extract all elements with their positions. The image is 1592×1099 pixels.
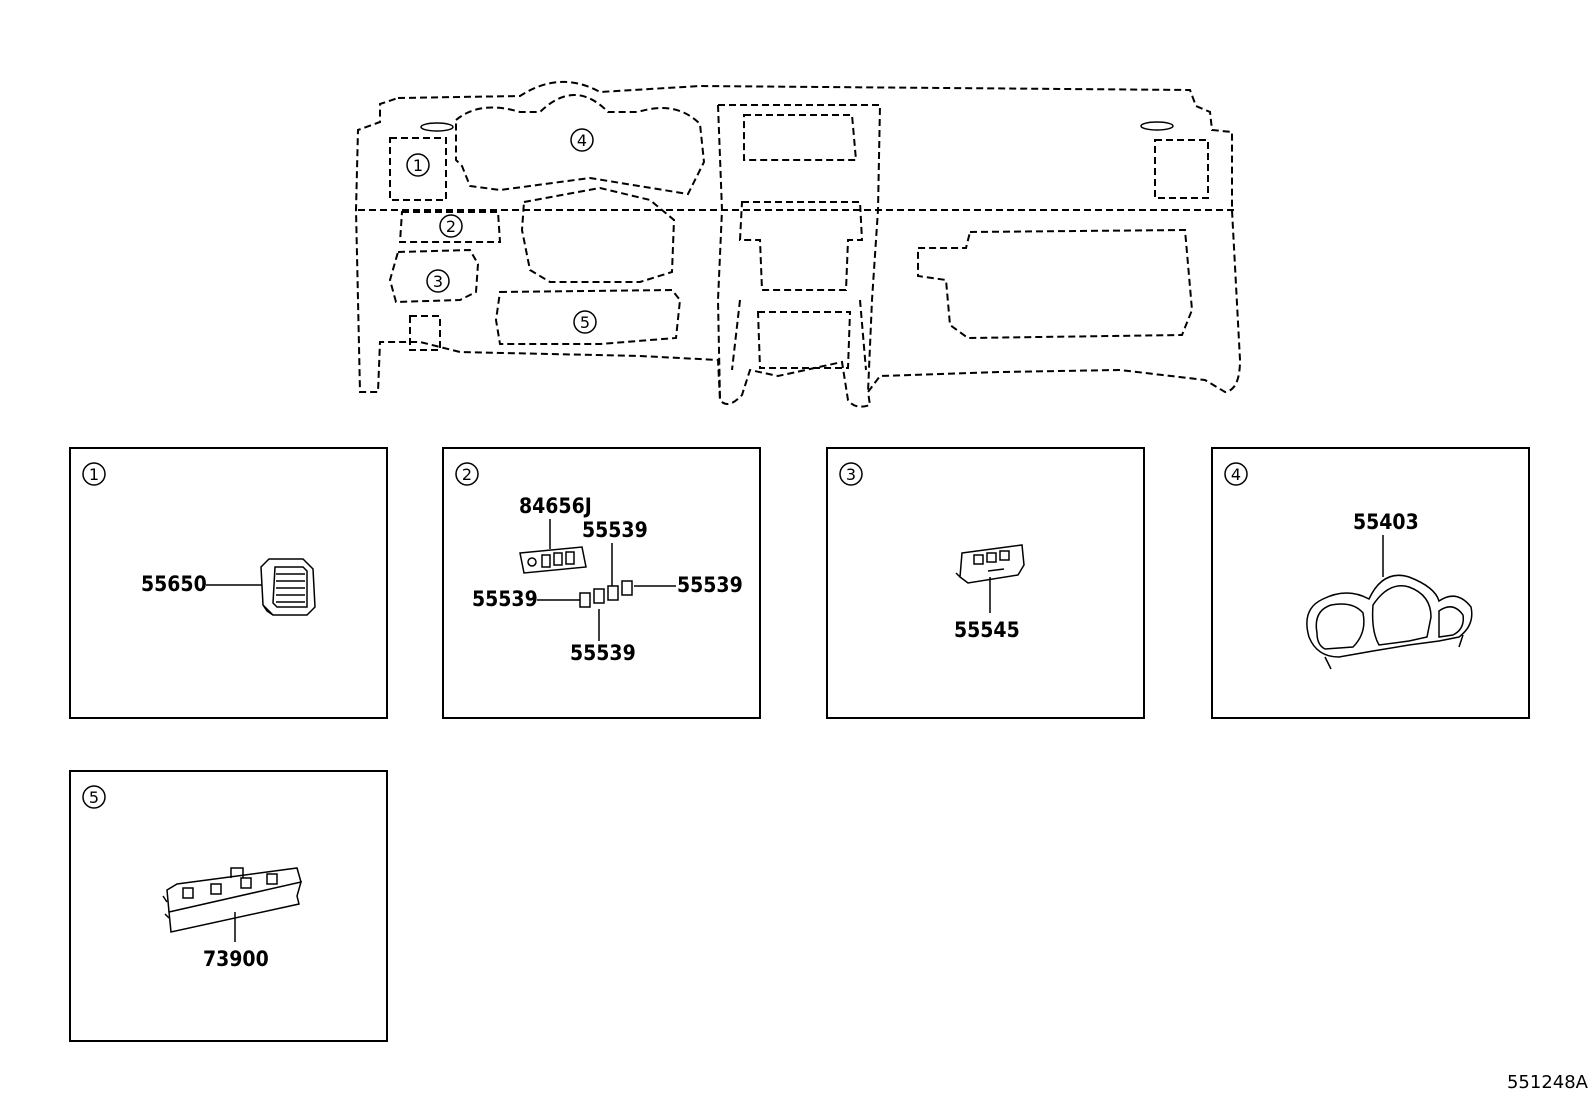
dashboard-outline bbox=[354, 81, 1242, 408]
diagram-reference-code: 551248A bbox=[1506, 1072, 1588, 1093]
panel-2-number: 2 bbox=[462, 465, 472, 484]
part-label-55539-right: 55539 bbox=[677, 573, 743, 597]
part-label-55403: 55403 bbox=[1353, 510, 1419, 534]
center-console bbox=[716, 104, 882, 401]
knee-panel bbox=[409, 315, 441, 351]
panel-2-number-circle bbox=[455, 462, 479, 486]
overview-callout-3: 3 bbox=[433, 272, 443, 291]
panel-1: 1 55650 bbox=[69, 447, 388, 719]
right-vent bbox=[1154, 139, 1209, 199]
panel-4-number-circle bbox=[1224, 462, 1248, 486]
part-label-84656J: 84656J bbox=[519, 494, 592, 518]
switch-panel-illustration bbox=[955, 544, 1025, 584]
center-left-rib bbox=[731, 299, 741, 371]
steering-column-area bbox=[520, 186, 676, 283]
area-1-outline bbox=[389, 137, 447, 201]
overview-callout-5: 5 bbox=[580, 313, 590, 332]
right-vent-oval bbox=[1140, 121, 1174, 131]
panel-3-number-circle bbox=[839, 462, 863, 486]
part-label-55545: 55545 bbox=[954, 618, 1020, 642]
part-label-55650: 55650 bbox=[141, 572, 207, 596]
overview-callout-circle-5 bbox=[573, 310, 597, 334]
overview-callout-2: 2 bbox=[446, 217, 456, 236]
overview-callout-circle-3 bbox=[426, 269, 450, 293]
switch-cap-illustrations bbox=[579, 580, 633, 608]
center-head-unit bbox=[738, 201, 864, 291]
area-5-outline bbox=[494, 288, 682, 345]
area-3-outline bbox=[388, 248, 480, 304]
side-vent-illustration bbox=[260, 558, 316, 616]
lower-cover-illustration bbox=[162, 867, 303, 933]
panel-4-number: 4 bbox=[1231, 465, 1241, 484]
glove-box bbox=[917, 228, 1194, 340]
panel-1-number-circle bbox=[82, 462, 106, 486]
left-vent-oval bbox=[420, 122, 454, 132]
overview-callout-circle-4 bbox=[570, 128, 594, 152]
overview-callout-1: 1 bbox=[413, 156, 423, 175]
overview-callout-circle-1 bbox=[406, 153, 430, 177]
part-label-55539-top: 55539 bbox=[582, 518, 648, 542]
overview-callout-4: 4 bbox=[577, 131, 587, 150]
panel-4: 4 55403 bbox=[1211, 447, 1530, 719]
overview-callout-circle-2 bbox=[439, 214, 463, 238]
panel-5: 5 73900 bbox=[69, 770, 388, 1042]
panel-5-number: 5 bbox=[89, 788, 99, 807]
panel-3-number: 3 bbox=[846, 465, 856, 484]
area-2-outline bbox=[398, 211, 502, 243]
dashboard-overview-diagram: 1 2 3 4 5 bbox=[354, 81, 1242, 408]
meter-hood-illustration bbox=[1306, 574, 1473, 670]
part-label-73900: 73900 bbox=[203, 947, 269, 971]
panel-5-number-circle bbox=[82, 785, 106, 809]
center-upper-panel bbox=[743, 114, 858, 161]
area-4-outline bbox=[455, 94, 706, 196]
panel-3: 3 55545 bbox=[826, 447, 1145, 719]
switch-bezel-illustration bbox=[519, 546, 587, 574]
center-lower-panel bbox=[756, 311, 852, 369]
panel-2: 2 84656J 55539 55539 55539 55539 bbox=[442, 447, 761, 719]
center-right-rib bbox=[859, 299, 867, 371]
part-label-55539-left: 55539 bbox=[472, 587, 538, 611]
part-label-55539-bottom: 55539 bbox=[570, 641, 636, 665]
panel-1-number: 1 bbox=[89, 465, 99, 484]
